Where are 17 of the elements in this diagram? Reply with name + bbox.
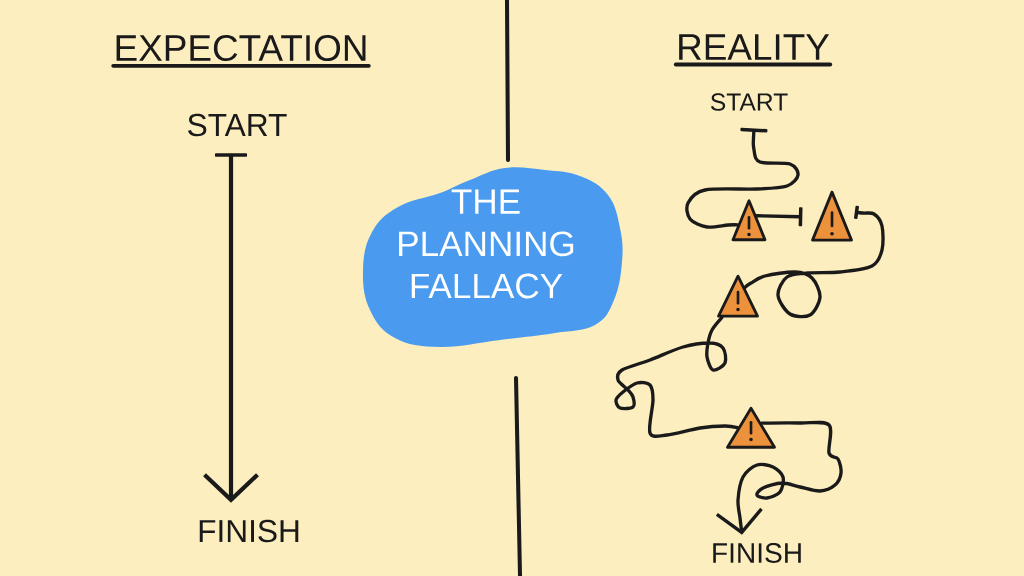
finish-label: FINISH	[199, 519, 299, 543]
squiggly-line	[743, 205, 885, 319]
warning-triangle	[811, 190, 853, 242]
underlined-heading: REALITY	[673, 34, 833, 67]
warning-triangle	[726, 406, 776, 449]
start-label: START	[188, 113, 287, 137]
start-label: START	[710, 93, 788, 111]
underlined-heading: EXPECTATION	[111, 34, 371, 68]
warning-triangle	[731, 199, 767, 242]
arrow	[203, 153, 259, 503]
squiggly-line	[614, 315, 740, 438]
squiggly-arrow	[715, 420, 843, 535]
warning-triangle	[717, 274, 759, 318]
blocked-line	[755, 207, 803, 227]
title-blob: THE PLANNING FALLACY	[362, 167, 623, 347]
finish-label: FINISH	[713, 543, 801, 563]
squiggly-line	[685, 127, 800, 229]
